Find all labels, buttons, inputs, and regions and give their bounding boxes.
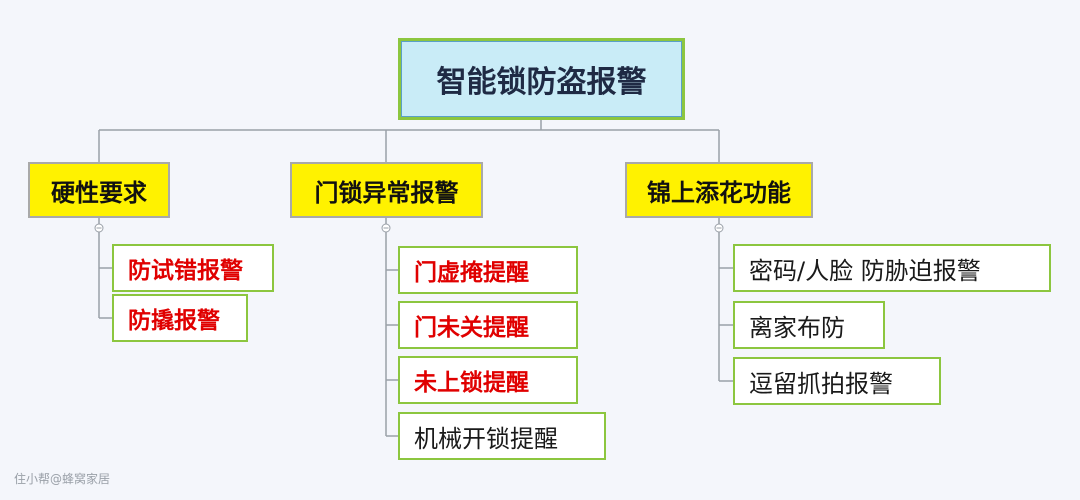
collapse-toggle-icon[interactable] xyxy=(94,223,104,233)
leaf-door-ajar-reminder[interactable]: 门虚掩提醒 xyxy=(398,246,578,294)
leaf-anti-pry-alarm[interactable]: 防撬报警 xyxy=(112,294,248,342)
category-lock-anomaly-alarm[interactable]: 门锁异常报警 xyxy=(290,162,483,218)
leaf-door-not-closed-reminder[interactable]: 门未关提醒 xyxy=(398,301,578,349)
root-node[interactable]: 智能锁防盗报警 xyxy=(398,38,685,120)
leaf-anti-trial-error-alarm[interactable]: 防试错报警 xyxy=(112,244,274,292)
leaf-loiter-snapshot-alarm[interactable]: 逗留抓拍报警 xyxy=(733,357,941,405)
collapse-toggle-icon[interactable] xyxy=(714,223,724,233)
watermark: 住小帮@蜂窝家居 xyxy=(14,472,111,486)
leaf-not-locked-reminder[interactable]: 未上锁提醒 xyxy=(398,356,578,404)
category-bonus-features[interactable]: 锦上添花功能 xyxy=(625,162,813,218)
leaf-away-arming[interactable]: 离家布防 xyxy=(733,301,885,349)
leaf-duress-alarm[interactable]: 密码/人脸 防胁迫报警 xyxy=(733,244,1051,292)
collapse-toggle-icon[interactable] xyxy=(381,223,391,233)
category-hard-requirements[interactable]: 硬性要求 xyxy=(28,162,170,218)
leaf-mechanical-unlock-reminder[interactable]: 机械开锁提醒 xyxy=(398,412,606,460)
